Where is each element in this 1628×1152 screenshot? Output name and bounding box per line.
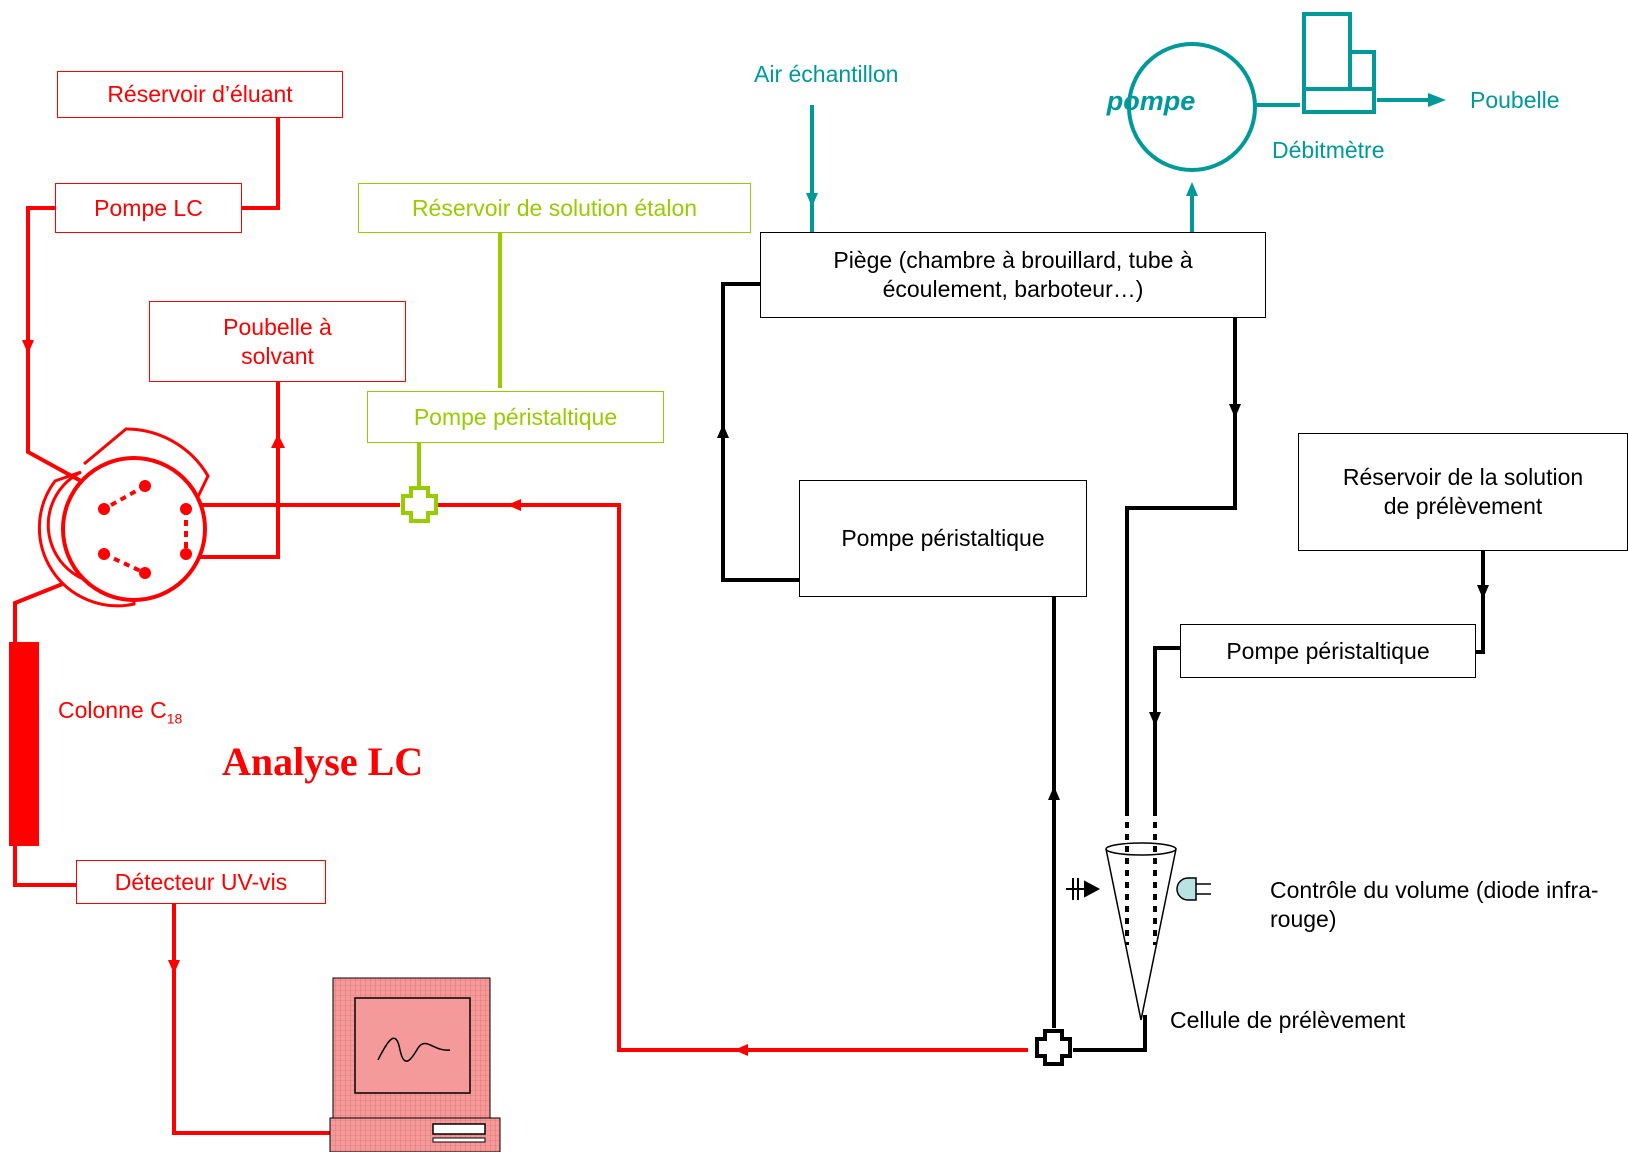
column-label: Colonne C18 (58, 696, 182, 734)
tee-connector-icon (1035, 1029, 1072, 1066)
led-icon (1066, 878, 1101, 900)
computer-icon (329, 977, 501, 1152)
column-label-text: Colonne C (58, 697, 167, 723)
main-peristaltic-pump: Pompe péristaltique (799, 480, 1087, 597)
lc-analysis-title: Analyse LC (222, 739, 424, 784)
standard-peristaltic-pump: Pompe péristaltique (367, 391, 664, 443)
standard-reservoir: Réservoir de solution étalon (358, 183, 751, 233)
c18-column (9, 642, 39, 846)
air-tubing (810, 98, 1428, 233)
sampling-dashes (1125, 810, 1157, 945)
lc-pump: Pompe LC (55, 183, 242, 233)
solvent-waste: Poubelle à solvant (149, 301, 406, 382)
column-label-subscript: 18 (166, 710, 183, 727)
uv-detector: Détecteur UV-vis (76, 860, 326, 904)
valve-icon (37, 427, 210, 608)
flowmeter-label: Débitmètre (1272, 137, 1385, 163)
trap: Piège (chambre à brouillard, tube à écou… (760, 232, 1266, 318)
tee-connector-icon (401, 486, 438, 523)
lc-flow-arrows (22, 340, 748, 1056)
flowmeter-icon (1302, 12, 1376, 114)
sampling-cell (1105, 842, 1177, 1021)
volume-control-label: Contrôle du volume (diode infra-rouge) (1270, 877, 1599, 932)
sampling-tubing (721, 282, 1485, 1052)
air-sample-label: Air échantillon (754, 61, 899, 87)
photodiode-icon (1176, 877, 1211, 901)
eluent-reservoir: Réservoir d’éluant (57, 71, 343, 118)
standard-tubing (417, 227, 502, 486)
pump-label: pompe (1106, 86, 1196, 116)
sampling-flow-arrows (717, 404, 1489, 800)
sampling-cell-label: Cellule de prélèvement (1170, 1007, 1406, 1033)
pump-icon (1127, 42, 1257, 172)
waste-label: Poubelle (1470, 87, 1560, 113)
collection-reservoir: Réservoir de la solution de prélèvement (1298, 433, 1628, 551)
air-flow-arrows (806, 93, 1446, 207)
collection-peristaltic-pump: Pompe péristaltique (1180, 624, 1476, 678)
